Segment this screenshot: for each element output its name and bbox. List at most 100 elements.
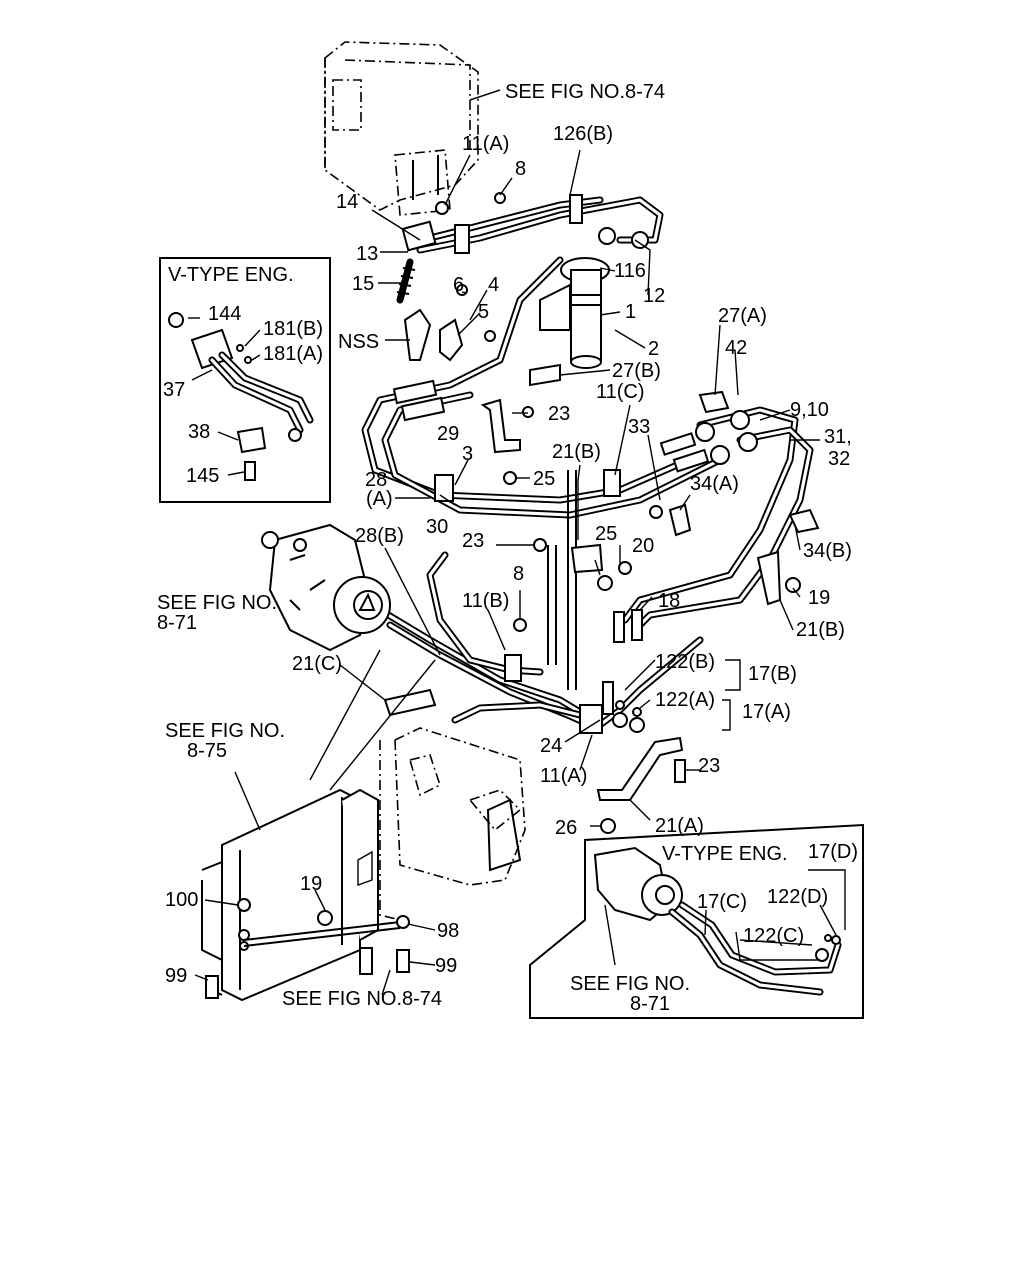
label-1: 1 (625, 301, 636, 323)
label-122a: 122(A) (655, 689, 715, 711)
label-19-right: 19 (808, 587, 830, 609)
label-99-left: 99 (165, 965, 187, 987)
inset-v-type-top (159, 257, 331, 503)
label-23-mid: 23 (548, 403, 570, 425)
label-99-right: 99 (435, 955, 457, 977)
label-6: 6 (453, 274, 464, 296)
label-98: 98 (437, 920, 459, 942)
label-18: 18 (658, 590, 680, 612)
inset-bottom-title: V-TYPE ENG. (662, 843, 788, 865)
hose-fittings (392, 227, 758, 473)
heater-unit (324, 41, 501, 216)
label-23-low: 23 (462, 530, 484, 552)
inset-v-type-bottom (529, 823, 864, 1019)
inset-see-fig-line2: 8-71 (630, 993, 670, 1015)
label-11a-top: 11(A) (462, 133, 509, 155)
label-37: 37 (163, 379, 185, 401)
label-11a-low: 11(A) (540, 765, 587, 787)
label-31: 31, (824, 426, 852, 448)
bolt-33 (649, 505, 663, 519)
nss-bracket (403, 284, 496, 362)
label-26: 26 (555, 817, 577, 839)
label-122d: 122(D) (767, 886, 828, 908)
see-fig-8-74-bottom: SEE FIG NO.8-74 (282, 988, 442, 1010)
label-181b: 181(B) (263, 318, 323, 340)
engine-block (379, 727, 526, 921)
see-fig-8-71-line2: 8-71 (157, 612, 197, 634)
label-28b: 28(B) (355, 525, 404, 547)
inset-see-fig-line1: SEE FIG NO. (570, 973, 690, 995)
see-fig-8-71-line1: SEE FIG NO. (157, 592, 277, 614)
label-23-right: 23 (698, 755, 720, 777)
label-27b: 27(B) (612, 360, 661, 382)
clamp-34a (668, 503, 692, 537)
see-fig-8-75-line1: SEE FIG NO. (165, 720, 285, 742)
label-116: 116 (614, 260, 646, 282)
label-21b-top: 21(B) (552, 441, 601, 463)
label-32: 32 (828, 448, 850, 470)
condenser (201, 788, 379, 1002)
label-17b: 17(B) (748, 663, 797, 685)
label-28a: (A) (366, 488, 393, 510)
label-144: 144 (208, 303, 241, 325)
label-17a: 17(A) (742, 701, 791, 723)
label-14: 14 (336, 191, 358, 213)
label-15: 15 (352, 273, 374, 295)
label-21c: 21(C) (292, 653, 342, 675)
label-100: 100 (165, 889, 198, 911)
label-21b-low: 21(B) (796, 619, 845, 641)
part-labels: SEE FIG NO.8-74 11(A) 126(B) 8 14 13 15 … (157, 81, 852, 1010)
label-28: 28 (365, 469, 387, 491)
label-3: 3 (462, 443, 473, 465)
label-25-top: 25 (533, 468, 555, 490)
label-20: 20 (632, 535, 654, 557)
label-24: 24 (540, 735, 562, 757)
stay-rod-98 (243, 850, 410, 975)
bracket-21c (383, 688, 437, 717)
label-34a: 34(A) (690, 473, 739, 495)
label-4: 4 (488, 274, 499, 296)
label-34b: 34(B) (803, 540, 852, 562)
label-11b: 11(B) (462, 590, 509, 612)
label-13: 13 (356, 243, 378, 265)
label-21a: 21(A) (655, 815, 704, 837)
label-9-10: 9,10 (790, 399, 829, 421)
label-19-left: 19 (300, 873, 322, 895)
label-29: 29 (437, 423, 459, 445)
label-33: 33 (628, 416, 650, 438)
label-5: 5 (478, 301, 489, 323)
label-25-low: 25 (595, 523, 617, 545)
pipe-runs (361, 196, 814, 729)
leader-8-75 (234, 771, 261, 831)
label-2: 2 (648, 338, 659, 360)
leader-lines (194, 89, 820, 981)
label-30: 30 (426, 516, 448, 538)
fittings-18 (612, 609, 645, 733)
bolt-8-low (513, 618, 527, 632)
pipe-clamps (434, 194, 820, 734)
label-11c: 11(C) (596, 381, 645, 403)
bracket-21b-lower (756, 550, 801, 606)
label-8-top: 8 (515, 158, 526, 180)
see-fig-8-75-line2: 8-75 (187, 740, 227, 762)
bracket-21b-upper (533, 538, 632, 591)
label-126b: 126(B) (553, 123, 613, 145)
label-38: 38 (188, 421, 210, 443)
bolt-24 (602, 681, 614, 715)
compressor (261, 523, 391, 652)
label-181a: 181(A) (263, 343, 323, 365)
label-27a: 27(A) (718, 305, 767, 327)
receiver-drier (529, 257, 610, 387)
label-17d: 17(D) (808, 841, 858, 863)
inset-top-labels: V-TYPE ENG. 144 181(B) 181(A) 37 38 145 (163, 264, 323, 487)
label-8-low: 8 (513, 563, 524, 585)
inset-top-title: V-TYPE ENG. (168, 264, 294, 286)
label-nss: NSS (338, 331, 379, 353)
inset-bottom-labels: V-TYPE ENG. 17(D) 122(D) 17(C) 122(C) SE… (570, 841, 858, 1015)
label-42: 42 (725, 337, 747, 359)
label-12: 12 (643, 285, 665, 307)
bracket-29 (480, 398, 534, 485)
label-17c: 17(C) (697, 891, 747, 913)
